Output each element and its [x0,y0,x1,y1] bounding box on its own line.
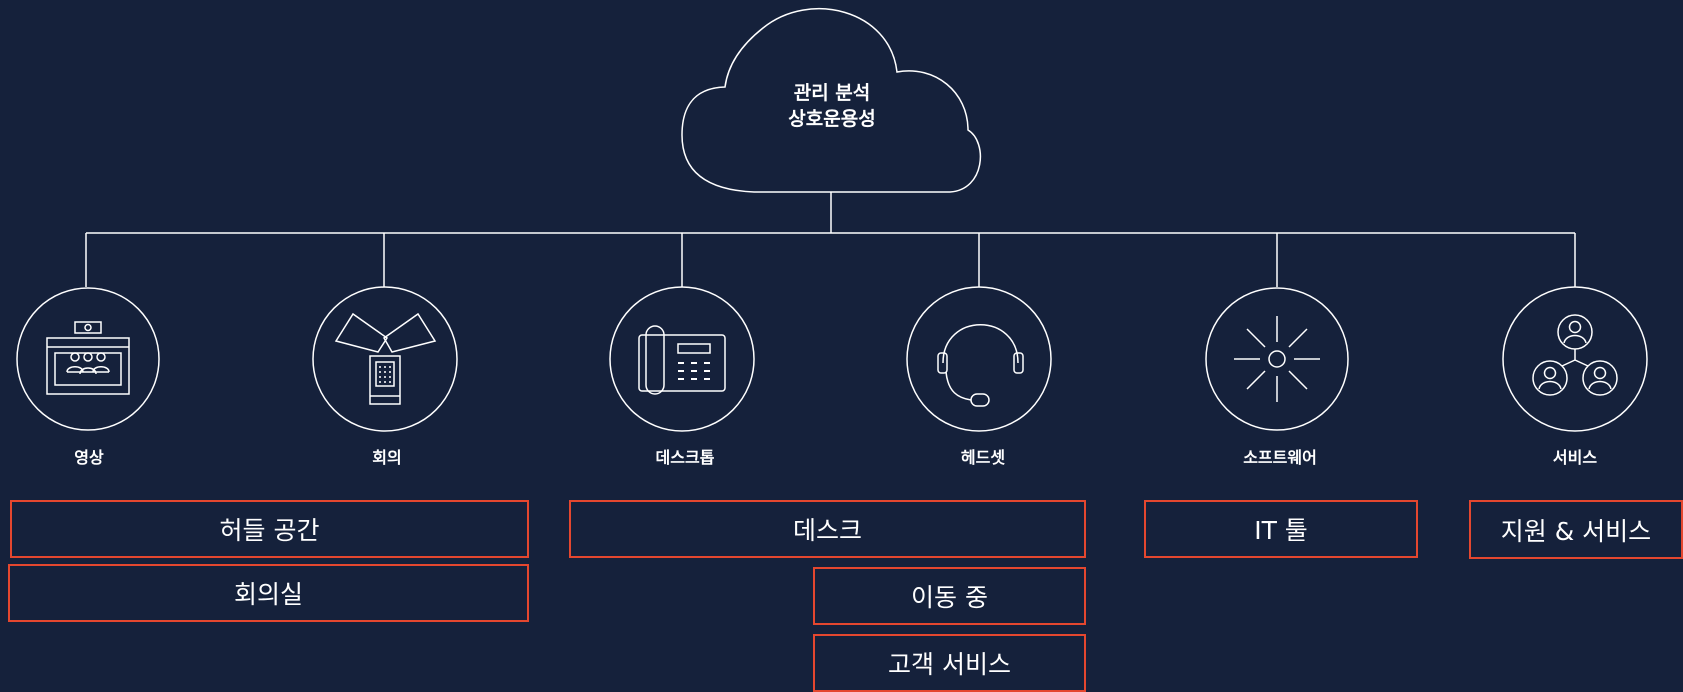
cloud-title-line2: 상호운용성 [788,108,876,130]
node-circle-video [16,287,160,431]
category-box-it-tools: IT 툴 [1144,500,1418,558]
video-icon [46,321,130,395]
category-box-customer-service: 고객 서비스 [813,634,1086,692]
category-box-huddle: 허들 공간 [10,500,529,558]
node-label-headset: 헤드셋 [960,448,1006,467]
node-circle-conference [312,286,458,432]
headset-icon [937,324,1024,407]
connector-lines [85,192,1576,287]
software-burst-icon [1234,316,1320,402]
conference-phone-icon [334,312,437,405]
cloud-shape [681,7,982,193]
node-circle-headset [906,286,1052,432]
category-box-meeting-room: 회의실 [8,564,529,622]
category-box-support: 지원 & 서비스 [1469,500,1683,559]
node-circle-software [1205,287,1349,431]
desk-phone-icon [638,325,726,395]
node-circle-desktop [609,286,755,432]
service-people-icon [1532,314,1618,396]
node-label-software: 소프트웨어 [1243,448,1317,467]
category-box-mobile: 이동 중 [813,567,1086,625]
cloud-title-line1: 관리 분석 [793,82,871,104]
node-label-desktop: 데스크톱 [655,448,715,467]
node-circle-service [1502,286,1648,432]
node-label-service: 서비스 [1552,448,1598,467]
node-label-conference: 회의 [372,448,402,467]
node-label-video: 영상 [74,448,104,467]
category-box-desk: 데스크 [569,500,1086,558]
